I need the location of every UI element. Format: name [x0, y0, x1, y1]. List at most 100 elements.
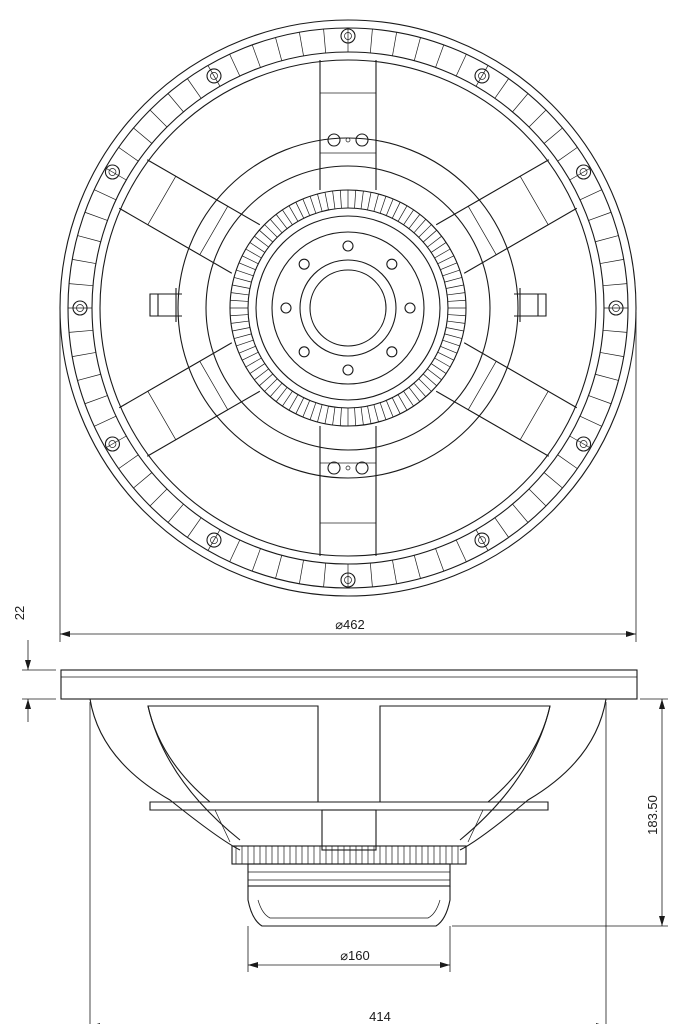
- frame-rib: [369, 29, 373, 54]
- magnet-screw-hole: [342, 364, 354, 376]
- spoke-hole: [355, 461, 369, 475]
- frame-rib: [105, 435, 127, 449]
- rim-hole-inner: [108, 440, 117, 448]
- cooling-fin: [427, 235, 442, 248]
- magnet-screw-hole: [386, 346, 398, 358]
- cooling-fin: [391, 397, 401, 414]
- frame-rib: [579, 415, 602, 427]
- frame-rib: [207, 529, 221, 551]
- cooling-fin: [440, 262, 458, 271]
- cooling-fin: [230, 299, 249, 302]
- rim-hole-inner: [344, 576, 352, 584]
- front-diameter-label: ⌀462: [335, 617, 365, 632]
- cooling-fin: [242, 255, 259, 265]
- frame-rib: [512, 503, 529, 523]
- frame-rib: [133, 472, 153, 489]
- rim-hole-inner: [210, 72, 218, 80]
- frame-rib: [435, 548, 445, 572]
- basket-outer-profile: [89, 698, 607, 851]
- frame-rib: [413, 37, 421, 61]
- frame-rib: [323, 29, 327, 54]
- frame-rib: [72, 259, 96, 264]
- cooling-fin: [324, 192, 329, 210]
- cooling-fin: [385, 198, 394, 216]
- cooling-fin: [232, 284, 250, 289]
- rim-hole: [474, 532, 490, 548]
- frame-rib: [475, 529, 489, 551]
- vent-outer-ring: [299, 259, 397, 357]
- cooling-fin: [447, 299, 466, 302]
- spoke-hole: [327, 461, 341, 475]
- rim-hole-inner: [579, 440, 588, 448]
- spoke-hole: [355, 133, 369, 147]
- flange-thickness-label: 22: [12, 606, 27, 620]
- frame-rib: [528, 488, 547, 507]
- frame-rib: [149, 488, 168, 507]
- frame-rib: [84, 211, 108, 221]
- cooling-fin: [373, 404, 379, 423]
- cooling-fin: [379, 196, 387, 214]
- frame-ring-3: [91, 51, 605, 565]
- cooling-fin: [275, 387, 288, 402]
- magnet-screw-holes: [280, 240, 416, 376]
- cooling-fin: [397, 394, 408, 411]
- frame-rib: [494, 78, 509, 99]
- cooling-fin: [236, 269, 254, 277]
- frame-rib: [105, 167, 127, 181]
- cooling-fin: [408, 214, 421, 229]
- cooling-fin: [264, 378, 278, 392]
- frame-rib: [602, 283, 627, 287]
- cooling-fin: [282, 209, 293, 226]
- frame-rib: [602, 329, 627, 333]
- rim-hole: [576, 436, 592, 452]
- magnet-screw-hole: [404, 302, 416, 314]
- cooling-fin: [233, 333, 252, 339]
- mounting-flange: [60, 669, 638, 700]
- frame-rib: [187, 78, 202, 99]
- cooling-fin: [437, 351, 454, 361]
- mid-ledge: [149, 801, 549, 811]
- frame-rib: [494, 517, 509, 538]
- cooling-fin: [230, 292, 249, 296]
- mounting-holes: [72, 28, 624, 588]
- cooling-fin: [249, 363, 266, 374]
- cooling-fin: [444, 277, 463, 283]
- cooling-fin: [413, 382, 427, 397]
- mounting-width-label: 414: [369, 1009, 391, 1024]
- left-spoke-window: [147, 705, 319, 803]
- frame-rib: [299, 32, 304, 56]
- spoke-block: [467, 360, 549, 441]
- cooling-fin: [302, 198, 311, 216]
- cooling-fin: [422, 229, 437, 243]
- rim-hole-inner: [76, 304, 84, 312]
- frame-rib: [455, 54, 467, 77]
- frame-rib: [69, 329, 94, 333]
- spoke-block: [319, 92, 377, 154]
- magnet-screw-hole: [386, 258, 398, 270]
- depth-label: 183.50: [645, 795, 660, 835]
- rim-hole: [72, 300, 88, 316]
- side-fin-ring: [231, 845, 467, 865]
- cooling-fin: [379, 402, 387, 420]
- cooling-fins: [230, 190, 466, 426]
- cooling-fin: [354, 407, 357, 426]
- cooling-fin: [367, 406, 372, 424]
- rim-hole: [206, 68, 222, 84]
- spoke-hole: [327, 133, 341, 147]
- rim-hole: [340, 28, 356, 44]
- basket-inner-ring-2: [205, 165, 491, 451]
- front-diameter-dimension: ⌀462: [59, 312, 637, 642]
- cooling-fin: [288, 205, 299, 222]
- cooling-fin: [269, 219, 283, 234]
- magnet-diameter-label: ⌀160: [340, 948, 370, 963]
- spoke-hole-center: [345, 465, 351, 471]
- cooling-fin: [385, 400, 394, 418]
- cooling-fin: [295, 202, 305, 219]
- cooling-fin: [430, 242, 447, 253]
- frame-ring-4: [99, 59, 597, 557]
- frame-rib: [84, 395, 108, 405]
- side-view: [60, 669, 638, 927]
- right-terminal-tab: [514, 288, 547, 322]
- frame-rib: [557, 454, 578, 469]
- cooling-fin: [354, 190, 357, 209]
